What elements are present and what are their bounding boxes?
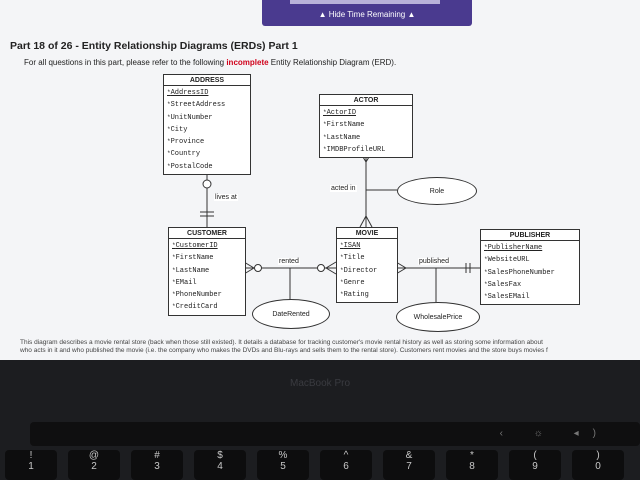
relationship-rented: rented [278, 258, 300, 265]
attribute-date-rented: DateRented [252, 299, 330, 329]
description-line: This diagram describes a movie rental st… [20, 339, 543, 346]
key[interactable]: (9 [509, 450, 561, 480]
entity-name: ACTOR [320, 95, 412, 106]
entity-actor: ACTOR ActorID FirstName LastName IMDBPro… [319, 94, 413, 159]
relationship-published: published [418, 258, 450, 265]
attribute: AddressID [167, 87, 247, 99]
intro-prefix: For all questions in this part, please r… [24, 58, 227, 67]
attribute: WebsiteURL [484, 254, 576, 266]
attribute: IMDBProfileURL [323, 144, 409, 156]
attribute: LastName [323, 132, 409, 144]
attribute: SalesEMail [484, 291, 576, 303]
attribute: UnitNumber [167, 112, 247, 124]
entity-name: ADDRESS [164, 75, 250, 86]
attribute: Country [167, 148, 247, 160]
attribute: PublisherName [484, 242, 576, 254]
attribute: Province [167, 136, 247, 148]
timer-progress [290, 0, 440, 4]
attribute: CustomerID [172, 240, 242, 252]
attribute: EMail [172, 277, 242, 289]
touch-bar-icons: ‹ ☼ ◂) [499, 428, 610, 439]
hide-time-remaining-button[interactable]: ▲ Hide Time Remaining ▲ [318, 10, 416, 19]
page-title: Part 18 of 26 - Entity Relationship Diag… [10, 40, 298, 52]
timer-bar: ▲ Hide Time Remaining ▲ [262, 0, 472, 26]
attribute: SalesFax [484, 279, 576, 291]
device-label: MacBook Pro [289, 378, 351, 389]
attribute-role: Role [397, 177, 477, 205]
intro-highlight: incomplete [226, 58, 269, 67]
relationship-lives-at: lives at [214, 194, 238, 201]
attribute: LastName [172, 265, 242, 277]
key[interactable]: ^6 [320, 450, 372, 480]
erd-connectors [200, 151, 480, 302]
attribute: FirstName [172, 252, 242, 264]
attribute: Director [340, 265, 394, 277]
attribute: FirstName [323, 119, 409, 131]
touch-bar: ‹ ☼ ◂) [30, 422, 640, 446]
attribute: PhoneNumber [172, 289, 242, 301]
key[interactable]: !1 [5, 450, 57, 480]
attribute: StreetAddress [167, 99, 247, 111]
intro-text: For all questions in this part, please r… [24, 58, 396, 67]
key[interactable]: &7 [383, 450, 435, 480]
entity-publisher: PUBLISHER PublisherName WebsiteURL Sales… [480, 229, 580, 306]
attribute: SalesPhoneNumber [484, 267, 576, 279]
entity-address: ADDRESS AddressID StreetAddress UnitNumb… [163, 74, 251, 176]
attribute: ActorID [323, 107, 409, 119]
relationship-acted-in: acted in [330, 185, 357, 192]
keyboard-row: !1 @2 #3 $4 %5 ^6 &7 *8 (9 )0 [0, 450, 640, 480]
key[interactable]: #3 [131, 450, 183, 480]
key[interactable]: %5 [257, 450, 309, 480]
intro-suffix: Entity Relationship Diagram (ERD). [268, 58, 397, 67]
key[interactable]: $4 [194, 450, 246, 480]
screen: ▲ Hide Time Remaining ▲ Part 18 of 26 - … [0, 0, 640, 360]
attribute: ISAN [340, 240, 394, 252]
entity-name: PUBLISHER [481, 230, 579, 241]
attribute: PostalCode [167, 161, 247, 173]
key[interactable]: *8 [446, 450, 498, 480]
entity-name: MOVIE [337, 228, 397, 239]
attribute: City [167, 124, 247, 136]
attribute: Rating [340, 289, 394, 301]
entity-customer: CUSTOMER CustomerID FirstName LastName E… [168, 227, 246, 316]
description-line: who acts in it and who published the mov… [20, 347, 548, 354]
key[interactable]: @2 [68, 450, 120, 480]
attribute: Title [340, 252, 394, 264]
attribute: Genre [340, 277, 394, 289]
attribute: CreditCard [172, 301, 242, 313]
description-text: This diagram describes a movie rental st… [20, 339, 640, 355]
entity-movie: MOVIE ISAN Title Director Genre Rating [336, 227, 398, 304]
entity-name: CUSTOMER [169, 228, 245, 239]
attribute-wholesale-price: WholesalePrice [396, 302, 480, 332]
key[interactable]: )0 [572, 450, 624, 480]
